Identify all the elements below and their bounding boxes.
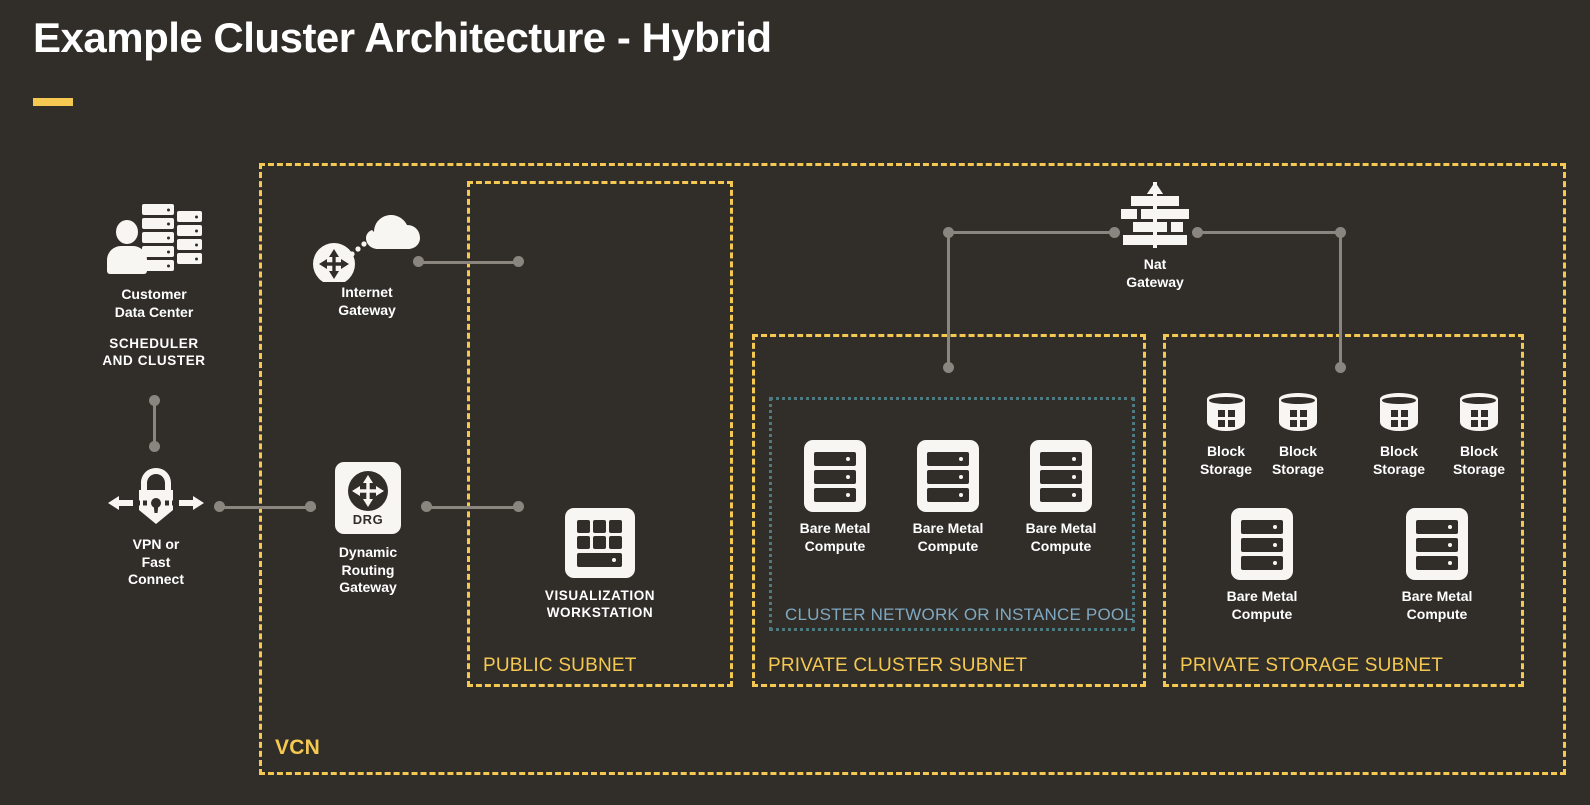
connector-vpn-to-drg bbox=[218, 506, 316, 509]
zone-vcn-label: VCN bbox=[275, 736, 320, 759]
node-bare-metal-compute-label: Bare Metal Compute bbox=[1025, 520, 1097, 554]
customer-data-center-icon bbox=[106, 198, 202, 278]
node-visualization-workstation[interactable]: VISUALIZATION WORKSTATION bbox=[530, 508, 670, 622]
node-dynamic-routing-gateway[interactable]: DRG Dynamic Routing Gateway bbox=[298, 462, 438, 597]
connector-nat-to-cluster-vertical bbox=[947, 231, 950, 372]
connector-dot bbox=[413, 256, 424, 267]
zone-public-subnet bbox=[467, 181, 733, 687]
block-storage-icon bbox=[1460, 393, 1498, 435]
node-bare-metal-compute-label: Bare Metal Compute bbox=[1401, 588, 1473, 622]
connector-dot bbox=[149, 441, 160, 452]
bare-metal-compute-icon bbox=[804, 440, 866, 512]
node-customer-data-center[interactable]: Customer Data Center bbox=[84, 198, 224, 321]
zone-private-storage-subnet bbox=[1163, 334, 1524, 687]
connector-dot bbox=[513, 501, 524, 512]
drg-badge-text: DRG bbox=[352, 512, 384, 527]
connector-nat-to-storage-vertical bbox=[1339, 231, 1342, 372]
node-block-storage-label: Block Storage bbox=[1372, 443, 1426, 477]
node-internet-gateway-label: Internet Gateway bbox=[338, 284, 396, 318]
page-title: Example Cluster Architecture - Hybrid bbox=[33, 14, 772, 61]
connector-nat-to-storage-horizontal bbox=[1196, 231, 1342, 234]
connector-igw-to-public-subnet bbox=[418, 261, 520, 264]
node-nat-gateway-label: Nat Gateway bbox=[1126, 256, 1184, 290]
node-block-storage[interactable]: Block Storage bbox=[1157, 393, 1295, 478]
connector-dot bbox=[214, 501, 225, 512]
node-visualization-workstation-label: VISUALIZATION WORKSTATION bbox=[544, 588, 656, 620]
connector-dot bbox=[149, 395, 160, 406]
drg-icon: DRG bbox=[335, 462, 401, 534]
cluster-network-label: CLUSTER NETWORK OR INSTANCE POOL bbox=[785, 605, 1134, 624]
node-dynamic-routing-gateway-label: Dynamic Routing Gateway bbox=[338, 544, 398, 595]
node-block-storage[interactable]: Block Storage bbox=[1330, 393, 1468, 478]
node-bare-metal-compute-label: Bare Metal Compute bbox=[912, 520, 984, 554]
node-scheduler-and-cluster-label: SCHEDULER AND CLUSTER bbox=[102, 336, 206, 368]
connector-dot bbox=[943, 362, 954, 373]
connector-dot bbox=[421, 501, 432, 512]
connector-scheduler-vertical bbox=[153, 400, 156, 446]
connector-dot bbox=[305, 501, 316, 512]
bare-metal-compute-icon bbox=[1231, 508, 1293, 580]
internet-gateway-icon bbox=[312, 202, 422, 285]
node-bare-metal-compute[interactable]: Bare Metal Compute bbox=[1367, 508, 1507, 623]
node-internet-gateway[interactable]: Internet Gateway bbox=[297, 202, 437, 319]
accent-bar bbox=[33, 98, 73, 106]
bare-metal-compute-icon bbox=[917, 440, 979, 512]
node-block-storage[interactable]: Block Storage bbox=[1410, 393, 1548, 478]
connector-dot bbox=[1192, 227, 1203, 238]
nat-gateway-icon bbox=[1113, 182, 1197, 250]
node-block-storage[interactable]: Block Storage bbox=[1229, 393, 1367, 478]
connector-dot bbox=[1335, 362, 1346, 373]
node-nat-gateway[interactable]: Nat Gateway bbox=[1085, 182, 1225, 291]
bare-metal-compute-icon bbox=[1406, 508, 1468, 580]
zone-vcn bbox=[259, 163, 1566, 775]
node-bare-metal-compute[interactable]: Bare Metal Compute bbox=[765, 440, 905, 555]
node-block-storage-label: Block Storage bbox=[1452, 443, 1506, 477]
node-bare-metal-compute-label: Bare Metal Compute bbox=[1226, 588, 1298, 622]
zone-private-cluster-subnet-label: PRIVATE CLUSTER SUBNET bbox=[768, 655, 1028, 676]
connector-nat-to-cluster-horizontal bbox=[949, 231, 1114, 234]
node-scheduler-and-cluster: SCHEDULER AND CLUSTER bbox=[84, 336, 224, 370]
visualization-workstation-icon bbox=[565, 508, 635, 578]
zone-public-subnet-label: PUBLIC SUBNET bbox=[483, 655, 637, 676]
vpn-lock-icon bbox=[106, 466, 206, 528]
connector-dot bbox=[1335, 227, 1346, 238]
connector-drg-to-public-subnet bbox=[426, 506, 520, 509]
node-block-storage-label: Block Storage bbox=[1271, 443, 1325, 477]
connector-dot bbox=[1109, 227, 1120, 238]
node-vpn-or-fast-connect-label: VPN or Fast Connect bbox=[128, 536, 184, 587]
node-block-storage-label: Block Storage bbox=[1199, 443, 1253, 477]
node-bare-metal-compute[interactable]: Bare Metal Compute bbox=[1192, 508, 1332, 623]
block-storage-icon bbox=[1207, 393, 1245, 435]
node-vpn-or-fast-connect[interactable]: VPN or Fast Connect bbox=[86, 466, 226, 589]
zone-private-storage-subnet-label: PRIVATE STORAGE SUBNET bbox=[1180, 655, 1444, 676]
node-customer-data-center-label: Customer Data Center bbox=[114, 286, 194, 320]
bare-metal-compute-icon bbox=[1030, 440, 1092, 512]
connector-dot bbox=[513, 256, 524, 267]
block-storage-icon bbox=[1380, 393, 1418, 435]
node-bare-metal-compute-label: Bare Metal Compute bbox=[799, 520, 871, 554]
cluster-network-box bbox=[769, 397, 1135, 631]
node-bare-metal-compute[interactable]: Bare Metal Compute bbox=[991, 440, 1131, 555]
node-bare-metal-compute[interactable]: Bare Metal Compute bbox=[878, 440, 1018, 555]
connector-dot bbox=[943, 227, 954, 238]
block-storage-icon bbox=[1279, 393, 1317, 435]
